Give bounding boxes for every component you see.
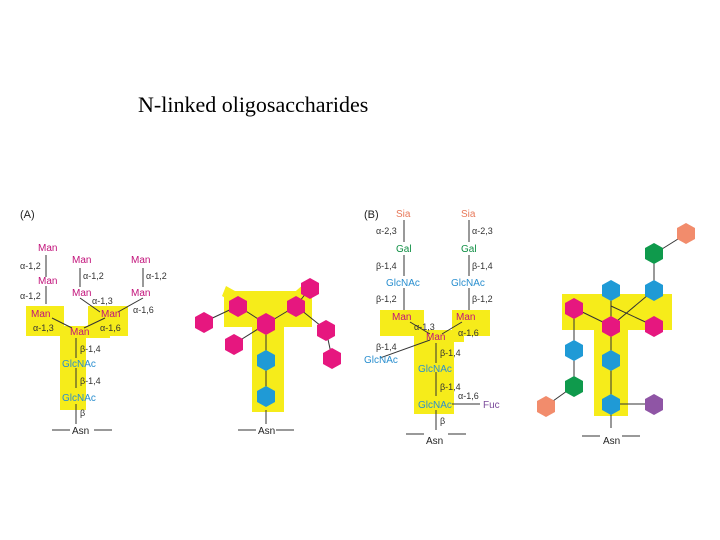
panel-b-asn: Asn [426, 436, 443, 447]
panel-a-man-h: Man [101, 309, 120, 320]
panel-b-link-b14-bisect: β-1,4 [376, 342, 397, 352]
panel-a-man-c: Man [72, 255, 91, 266]
glcnac-hexagon [645, 280, 663, 301]
panel-a-man-d: Man [131, 255, 150, 266]
panel-a-man-core: Man [70, 327, 89, 338]
mannose-hexagon [323, 348, 341, 369]
panel-b-man-core: Man [426, 332, 445, 343]
panel-b-link-a16-fuc: α-1,6 [458, 391, 479, 401]
glcnac-hexagon [602, 394, 620, 415]
panel-a-link-a12-3: α-1,2 [83, 271, 104, 281]
panel-b-link-b: β [440, 416, 445, 426]
galactose-hexagon [565, 376, 583, 397]
panel-a-man-g: Man [31, 309, 50, 320]
panel-a-link-a16-upper: α-1,6 [133, 305, 154, 315]
panel-b-glcnac-1: GlcNAc [418, 400, 452, 411]
panel-b-man-right: Man [456, 312, 475, 323]
panel-a-link-a13-upper: α-1,3 [92, 296, 113, 306]
panel-a-link-b14-1: β-1,4 [80, 344, 101, 354]
fucose-hexagon [645, 394, 663, 415]
panel-b-link-b14-core1: β-1,4 [440, 348, 461, 358]
panel-b-link-a23-right: α-2,3 [472, 226, 493, 236]
mannose-hexagon [195, 312, 213, 333]
panel-b-link-a13: α-1,3 [414, 322, 435, 332]
panel-b-fuc: Fuc [483, 400, 500, 411]
panel-b-sia-left: Sia [396, 209, 411, 220]
sialic-acid-hexagon [677, 223, 695, 244]
panel-a-man-a: Man [38, 243, 57, 254]
panel-b-link-b14-left: β-1,4 [376, 261, 397, 271]
panel-a-man-b: Man [38, 276, 57, 287]
panel-b-label: (B) [364, 209, 379, 221]
panel-a-glcnac-2: GlcNAc [62, 359, 96, 370]
panel-a-hexagon-structure: Asn [195, 278, 341, 437]
slide-title: N-linked oligosaccharides [138, 92, 369, 117]
panel-a-asn: Asn [72, 426, 89, 437]
panel-a-man-e: Man [72, 288, 91, 299]
panel-b-hexagons [537, 223, 695, 417]
panel-b-hexagon-structure: Asn [537, 223, 695, 447]
panel-b-hex-asn: Asn [603, 436, 620, 447]
panel-b-glcnac-left: GlcNAc [386, 278, 420, 289]
panel-b-link-b12-left: β-1,2 [376, 294, 397, 304]
glcnac-hexagon [257, 350, 275, 371]
mannose-hexagon [287, 296, 305, 317]
mannose-hexagon [301, 278, 319, 299]
panel-b-gal-left: Gal [396, 244, 412, 255]
panel-a-link-a16-lower: α-1,6 [100, 323, 121, 333]
panel-a-link-a12-2: α-1,2 [20, 291, 41, 301]
panel-b-man-left: Man [392, 312, 411, 323]
panel-b-bonds [379, 220, 480, 435]
panel-b-glcnac-right: GlcNAc [451, 278, 485, 289]
glcnac-hexagon [565, 340, 583, 361]
panel-a-link-a13-lower: α-1,3 [33, 323, 54, 333]
panel-b-sia-right: Sia [461, 209, 476, 220]
panel-b-link-a16: α-1,6 [458, 328, 479, 338]
panel-a-link-a12-1: α-1,2 [20, 261, 41, 271]
glcnac-hexagon [257, 386, 275, 407]
panel-b-link-a23-left: α-2,3 [376, 226, 397, 236]
panel-a-link-a12-4: α-1,2 [146, 271, 167, 281]
panel-b-text-structure: (B) Sia Sia Gal Gal GlcN [364, 209, 500, 447]
panel-a-text-structure: (A) Man Man Man Man Man [20, 209, 167, 437]
panel-a-bonds [45, 255, 144, 431]
mannose-hexagon [229, 296, 247, 317]
glcnac-hexagon [602, 280, 620, 301]
panel-a-link-b14-2: β-1,4 [80, 376, 101, 386]
sialic-acid-hexagon [537, 396, 555, 417]
mannose-hexagon [317, 320, 335, 341]
panel-b-glcnac-2: GlcNAc [418, 364, 452, 375]
mannose-hexagon [225, 334, 243, 355]
panel-a-man-f: Man [131, 288, 150, 299]
panel-b-glcnac-bisect: GlcNAc [364, 355, 398, 366]
panel-b-gal-right: Gal [461, 244, 477, 255]
mannose-hexagon [602, 316, 620, 337]
panel-a-label: (A) [20, 209, 35, 221]
panel-a-glcnac-1: GlcNAc [62, 393, 96, 404]
glcnac-hexagon [602, 350, 620, 371]
panel-b-link-b12-right: β-1,2 [472, 294, 493, 304]
panel-b-link-b14-core2: β-1,4 [440, 382, 461, 392]
galactose-hexagon [645, 243, 663, 264]
mannose-hexagon [645, 316, 663, 337]
panel-b-core-highlight [380, 310, 490, 414]
panel-a-hex-asn: Asn [258, 426, 275, 437]
panel-a-hexagons [195, 278, 341, 407]
panel-a-link-b: β [80, 408, 85, 418]
panel-b-link-b14-right: β-1,4 [472, 261, 493, 271]
mannose-hexagon [257, 313, 275, 335]
mannose-hexagon [565, 298, 583, 319]
